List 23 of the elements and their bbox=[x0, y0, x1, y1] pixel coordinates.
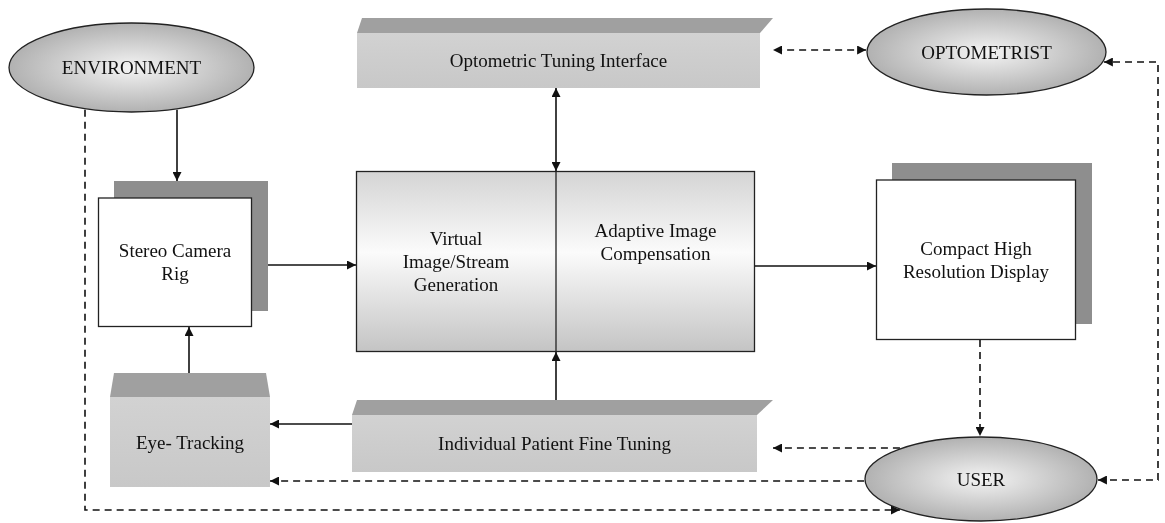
node-label: Compact High Resolution Display bbox=[901, 236, 1051, 283]
arrow bbox=[551, 87, 561, 172]
dashed-arrow bbox=[772, 45, 867, 55]
node-label: Adaptive Image Compensation bbox=[593, 218, 718, 265]
arrow bbox=[269, 419, 353, 429]
node-label: Virtual Image/Stream Generation bbox=[401, 227, 511, 296]
dashed-arrow bbox=[975, 339, 985, 437]
arrow bbox=[754, 261, 877, 271]
node-label: Individual Patient Fine Tuning bbox=[438, 432, 671, 455]
arrow bbox=[184, 326, 194, 374]
arrow bbox=[172, 109, 182, 182]
node-label: Eye- Tracking bbox=[135, 430, 245, 454]
arrow bbox=[267, 260, 357, 270]
node-label: ENVIRONMENT bbox=[61, 56, 202, 79]
dashed-arrow bbox=[84, 108, 901, 515]
node-label: Stereo Camera Rig bbox=[117, 239, 233, 285]
node-label: OPTOMETRIST bbox=[921, 40, 1052, 64]
dashed-arrow bbox=[772, 443, 901, 453]
arrow bbox=[551, 351, 561, 401]
dashed-arrow bbox=[1097, 57, 1159, 485]
node-label: USER bbox=[956, 467, 1006, 491]
dashed-arrow bbox=[269, 476, 865, 486]
node-label: Optometric Tuning Interface bbox=[449, 49, 668, 72]
